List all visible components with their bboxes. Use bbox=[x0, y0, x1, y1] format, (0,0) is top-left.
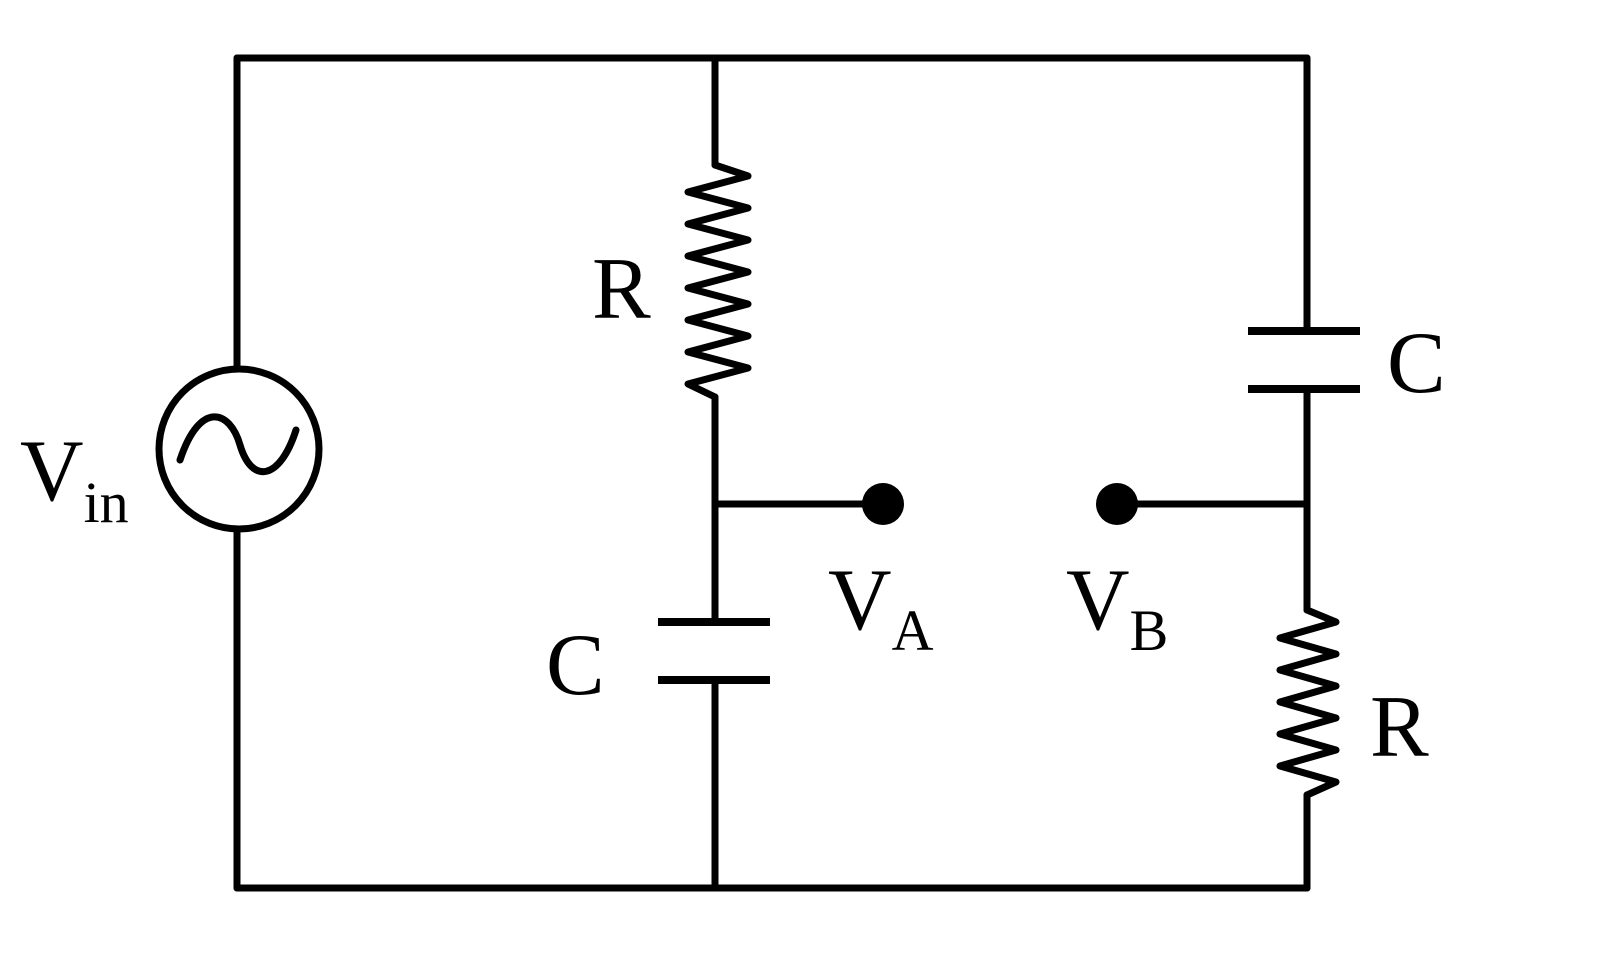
source-label: Vin bbox=[20, 423, 129, 535]
node-b-label: VB bbox=[1066, 552, 1168, 663]
node-b-dot bbox=[1096, 483, 1138, 525]
circuit-lines bbox=[155, 54, 1360, 892]
left-capacitor-label: C bbox=[546, 617, 605, 714]
source-label-subscript: in bbox=[84, 470, 129, 535]
ac-source-sine-icon bbox=[176, 413, 300, 476]
node-b-label-subscript: B bbox=[1130, 598, 1169, 663]
left-resistor-label: R bbox=[592, 241, 651, 338]
right-resistor-zigzag bbox=[1276, 606, 1340, 799]
node-a-dot bbox=[862, 483, 904, 525]
right-capacitor-label: C bbox=[1387, 315, 1446, 412]
node-a-label-main: V bbox=[828, 552, 892, 649]
node-a-label-subscript: A bbox=[892, 598, 934, 663]
right-resistor-label: R bbox=[1370, 679, 1429, 776]
ac-source-circle bbox=[155, 365, 323, 533]
labels: Vin R C C R VA VB bbox=[20, 241, 1446, 776]
source-label-main: V bbox=[20, 423, 84, 520]
left-resistor-zigzag bbox=[684, 161, 752, 401]
node-a-label: VA bbox=[828, 552, 934, 663]
node-b-label-main: V bbox=[1066, 552, 1130, 649]
